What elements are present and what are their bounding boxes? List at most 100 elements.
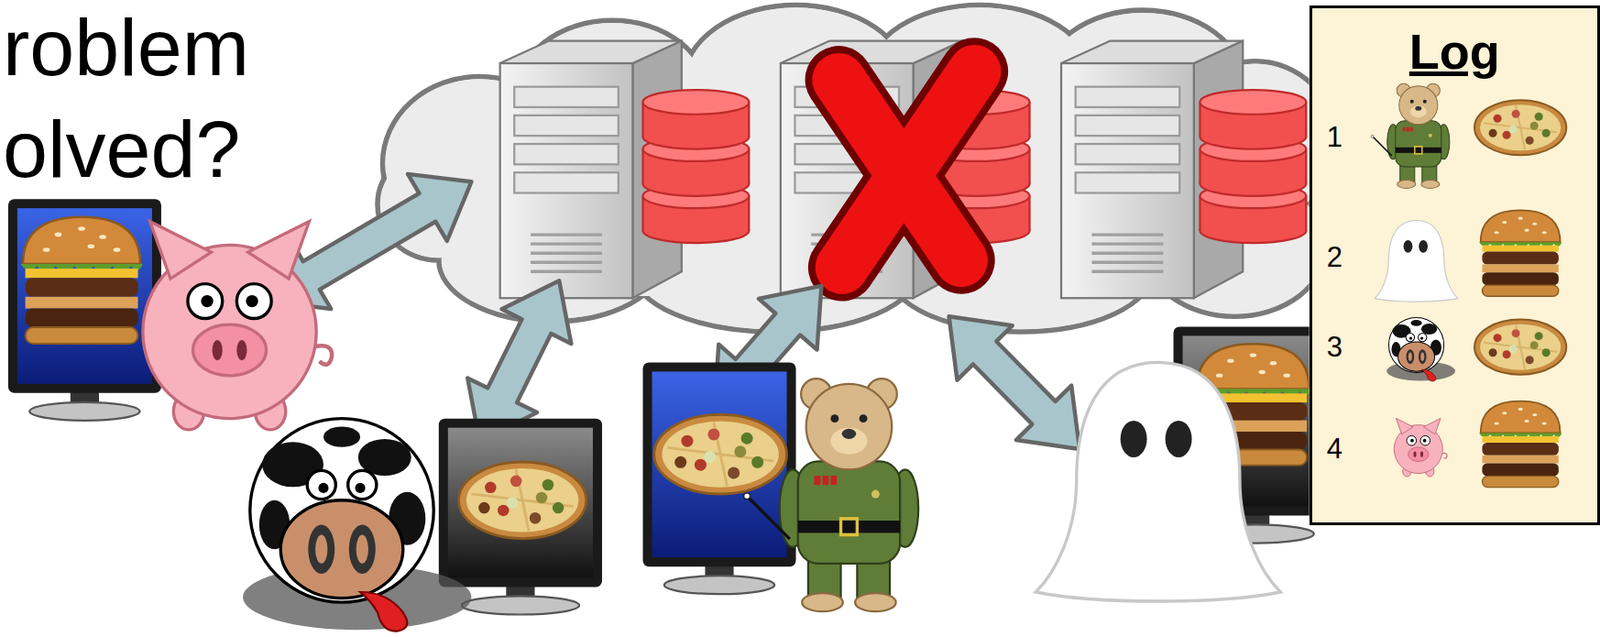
burger-icon [1532, 413, 1537, 417]
pizza-icon [680, 435, 693, 448]
burger-icon [1481, 442, 1558, 456]
database-cylinder [1028, 101, 1031, 137]
server-tower [530, 232, 603, 236]
computer-monitor [461, 595, 580, 614]
server-tower [1075, 143, 1181, 165]
ghost-character [1035, 361, 1281, 602]
server-tower [1091, 232, 1163, 236]
burger-icon [1493, 421, 1499, 425]
slide-title: roblem olved? [2, 0, 296, 200]
pizza-icon [707, 427, 720, 440]
computer-monitor [448, 427, 593, 579]
pizza-icon [1479, 324, 1561, 371]
pig-character [200, 295, 213, 307]
failure-cross [838, 71, 975, 268]
pizza-icon [1509, 125, 1518, 134]
server-tower [1091, 242, 1163, 246]
cow-character [1398, 341, 1436, 372]
cow-character [306, 470, 336, 499]
computer-monitor [8, 198, 162, 394]
ghost-character [1374, 219, 1458, 302]
server-tower [1091, 270, 1163, 274]
pizza-icon [1534, 331, 1544, 340]
pizza-icon [1530, 121, 1539, 131]
burger-icon [1270, 361, 1277, 365]
pizza-icon [1489, 348, 1498, 357]
bear-character [830, 414, 839, 423]
pig-character [1395, 417, 1414, 434]
panel-heading: Log [1409, 22, 1501, 80]
pizza-icon [466, 468, 579, 533]
burger-icon [1532, 222, 1537, 226]
cow-character [280, 500, 404, 599]
bear-character [1414, 146, 1423, 154]
pizza-icon [1542, 348, 1551, 357]
bear-character [1370, 83, 1450, 188]
cow-character [1386, 317, 1456, 382]
pizza-icon [1474, 319, 1567, 375]
pizza-icon [1509, 344, 1518, 353]
row-number: 4 [1326, 432, 1343, 466]
pizza-icon [1502, 131, 1512, 140]
bear-character [871, 490, 880, 499]
computer-monitor [17, 208, 153, 384]
computer-monitor [643, 361, 797, 594]
pizza-icon [1512, 328, 1521, 338]
pizza-icon [1525, 136, 1535, 145]
bear-character [830, 475, 837, 485]
database-cylinder [1028, 196, 1031, 231]
ghost-character [1165, 420, 1193, 458]
burger-icon [113, 247, 121, 253]
pizza-icon [1542, 129, 1551, 138]
pig-character [236, 339, 247, 361]
burger-icon [25, 277, 139, 296]
burger-icon [1479, 401, 1562, 488]
database-cylinder [1304, 149, 1307, 185]
pig-character [1420, 451, 1424, 458]
pig-character [1406, 435, 1417, 446]
bear-character [798, 460, 900, 563]
pig-character [1393, 417, 1447, 477]
bear-character [1395, 120, 1442, 167]
burger-icon [1518, 407, 1524, 411]
pizza-icon [1483, 325, 1557, 370]
burger-icon [87, 243, 95, 249]
log-panel-fill [1309, 5, 1600, 527]
pizza-icon [478, 502, 491, 515]
bear-character [744, 378, 919, 612]
bear-character [1410, 99, 1414, 104]
pizza-icon [1474, 319, 1567, 375]
pig-character [1423, 417, 1441, 434]
pizza-icon [1489, 129, 1498, 138]
database-cylinder [643, 89, 750, 243]
ghost-character [1374, 219, 1458, 302]
burger-icon [1481, 252, 1558, 265]
pizza-icon [1479, 104, 1561, 151]
burger-icon [1480, 209, 1561, 242]
pizza-icon [484, 482, 497, 494]
bear-character [854, 592, 897, 612]
pig-character [1410, 438, 1414, 443]
computer-monitor [8, 198, 162, 421]
pizza-icon [1512, 109, 1521, 119]
pig-character [212, 339, 223, 361]
bear-character [841, 518, 858, 536]
cow-character [1408, 351, 1413, 361]
pizza-icon [694, 459, 707, 472]
bear-character [798, 520, 900, 533]
burger-icon [25, 296, 139, 309]
computer-monitor [643, 361, 797, 567]
cow-character [307, 524, 335, 573]
pizza-icon [1474, 99, 1567, 155]
server-tower [530, 261, 603, 264]
bear-character [1428, 133, 1433, 138]
burger-icon [1493, 230, 1499, 234]
cow-character [315, 535, 328, 564]
pizza-icon [1474, 99, 1567, 155]
pizza-icon [1534, 112, 1544, 121]
row-number: 2 [1326, 241, 1343, 274]
pig-character [248, 221, 310, 279]
bear-character [1410, 105, 1427, 118]
bear-character [1395, 147, 1442, 154]
bear-character [1397, 179, 1416, 188]
